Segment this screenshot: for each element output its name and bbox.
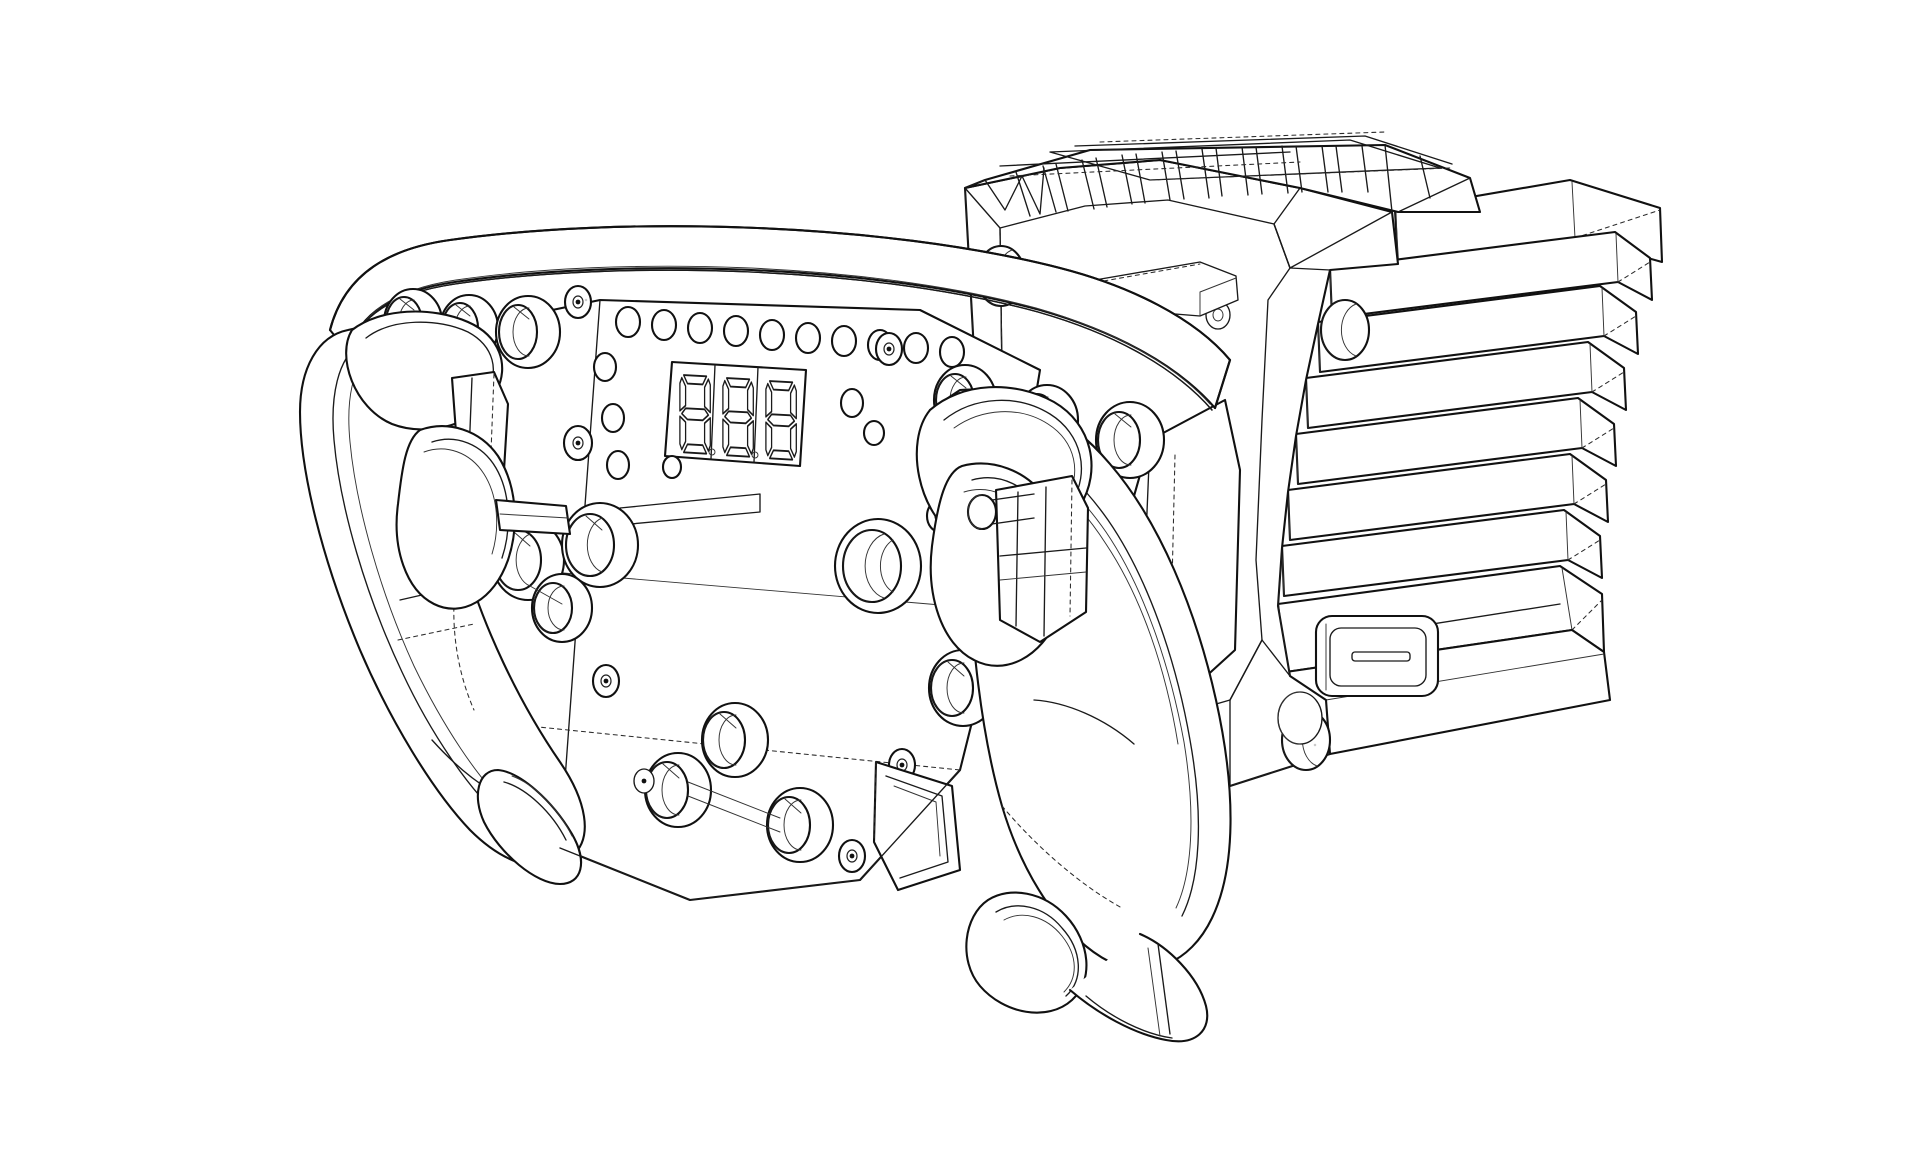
mount-boss-top-right (1319, 298, 1371, 362)
right-grip-trigger[interactable] (965, 891, 1088, 1014)
vent-hole-4 (661, 454, 683, 480)
screw-hole-1 (563, 284, 593, 320)
button-bottom-2[interactable] (643, 751, 713, 829)
led-strip (614, 305, 966, 369)
screw-hole-3 (562, 424, 594, 462)
rim-top-outline (330, 226, 1230, 360)
screw-hole-4 (591, 663, 621, 699)
boss-hole-lower-left (1277, 691, 1323, 745)
vent-hole-2 (600, 402, 626, 434)
rim-right-edge (1215, 360, 1230, 408)
vent-hole-1 (592, 351, 618, 383)
left-rotary-encoder-2[interactable] (560, 501, 640, 589)
paddle-pivot-pin (966, 493, 1035, 531)
heatsink-top-fins (963, 131, 1482, 217)
button-top-right-3[interactable] (1094, 400, 1166, 480)
button-top-left-3[interactable] (494, 294, 562, 370)
vent-hole-5 (839, 387, 865, 419)
screw-hole-5 (837, 838, 867, 874)
button-bottom-1[interactable] (700, 701, 770, 779)
seven-segment-display (663, 360, 808, 468)
button-bottom-3[interactable] (765, 786, 835, 864)
screw-hole-2 (874, 331, 904, 367)
left-grip-trigger[interactable] (476, 768, 582, 886)
connector-port[interactable] (1314, 614, 1440, 698)
center-rotary-encoder[interactable] (833, 517, 923, 615)
vent-hole-3 (605, 449, 631, 481)
vent-hole-6 (862, 419, 886, 447)
paddle-mechanism-bracket (966, 474, 1090, 644)
steering-wheel (298, 225, 1232, 1043)
screw-hole-bottom-left (633, 768, 655, 794)
shift-paddle-left[interactable] (395, 425, 572, 610)
left-rotary-encoder-3[interactable] (530, 572, 594, 644)
